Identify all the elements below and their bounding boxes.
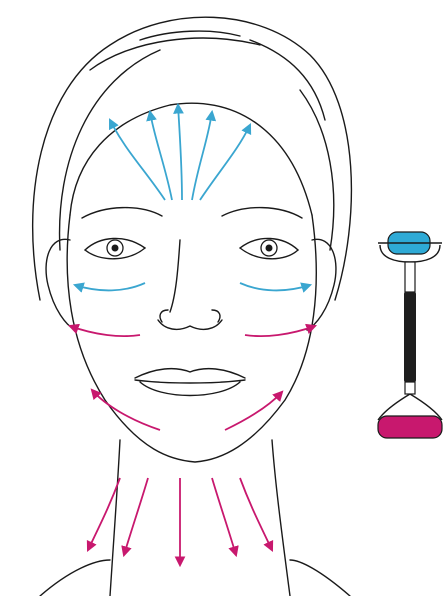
face-drawing bbox=[33, 17, 352, 596]
hair-strand bbox=[60, 50, 160, 250]
left-eyebrow bbox=[82, 208, 162, 218]
eyes bbox=[107, 240, 277, 256]
lower-lip bbox=[140, 382, 240, 396]
roller-handle bbox=[404, 292, 416, 382]
collar-left bbox=[40, 560, 110, 596]
under-eye-arrows bbox=[75, 283, 310, 290]
forehead-arrow bbox=[110, 120, 165, 200]
neck-right bbox=[272, 440, 290, 596]
hair-strand bbox=[300, 90, 334, 250]
hair-strand bbox=[250, 40, 325, 120]
face-outline bbox=[67, 215, 316, 462]
roller-connector bbox=[405, 262, 415, 292]
roller-lower-connector bbox=[405, 382, 415, 394]
under-eye-arrow-left bbox=[75, 283, 145, 290]
right-ear bbox=[307, 239, 336, 330]
neck-arrow bbox=[212, 478, 236, 555]
hair-strand bbox=[90, 38, 260, 70]
nose-bridge bbox=[170, 240, 180, 312]
collar-right bbox=[290, 560, 350, 596]
under-eye-arrow-right bbox=[240, 283, 310, 290]
nostril-left bbox=[160, 310, 168, 322]
roller-bottom-head bbox=[378, 416, 442, 438]
forehead-arrow bbox=[178, 105, 182, 200]
cheek-arrow-left bbox=[70, 326, 140, 336]
neck-left bbox=[110, 440, 120, 596]
face-roller bbox=[378, 232, 442, 438]
hairline bbox=[70, 103, 312, 215]
lip-line bbox=[135, 380, 245, 383]
right-pupil bbox=[266, 245, 273, 252]
jawline-arrow-right bbox=[225, 392, 282, 430]
hair-outline bbox=[33, 17, 352, 300]
upper-lip bbox=[135, 369, 245, 378]
left-ear bbox=[46, 239, 75, 330]
forehead-arrow bbox=[150, 112, 172, 200]
nostril-right bbox=[212, 310, 220, 322]
left-pupil bbox=[112, 245, 119, 252]
nose-tip bbox=[158, 320, 222, 329]
neck-arrow bbox=[124, 478, 148, 555]
right-eyebrow bbox=[222, 208, 302, 218]
cheek-arrow-right bbox=[245, 326, 315, 336]
neck-arrow bbox=[240, 478, 272, 550]
